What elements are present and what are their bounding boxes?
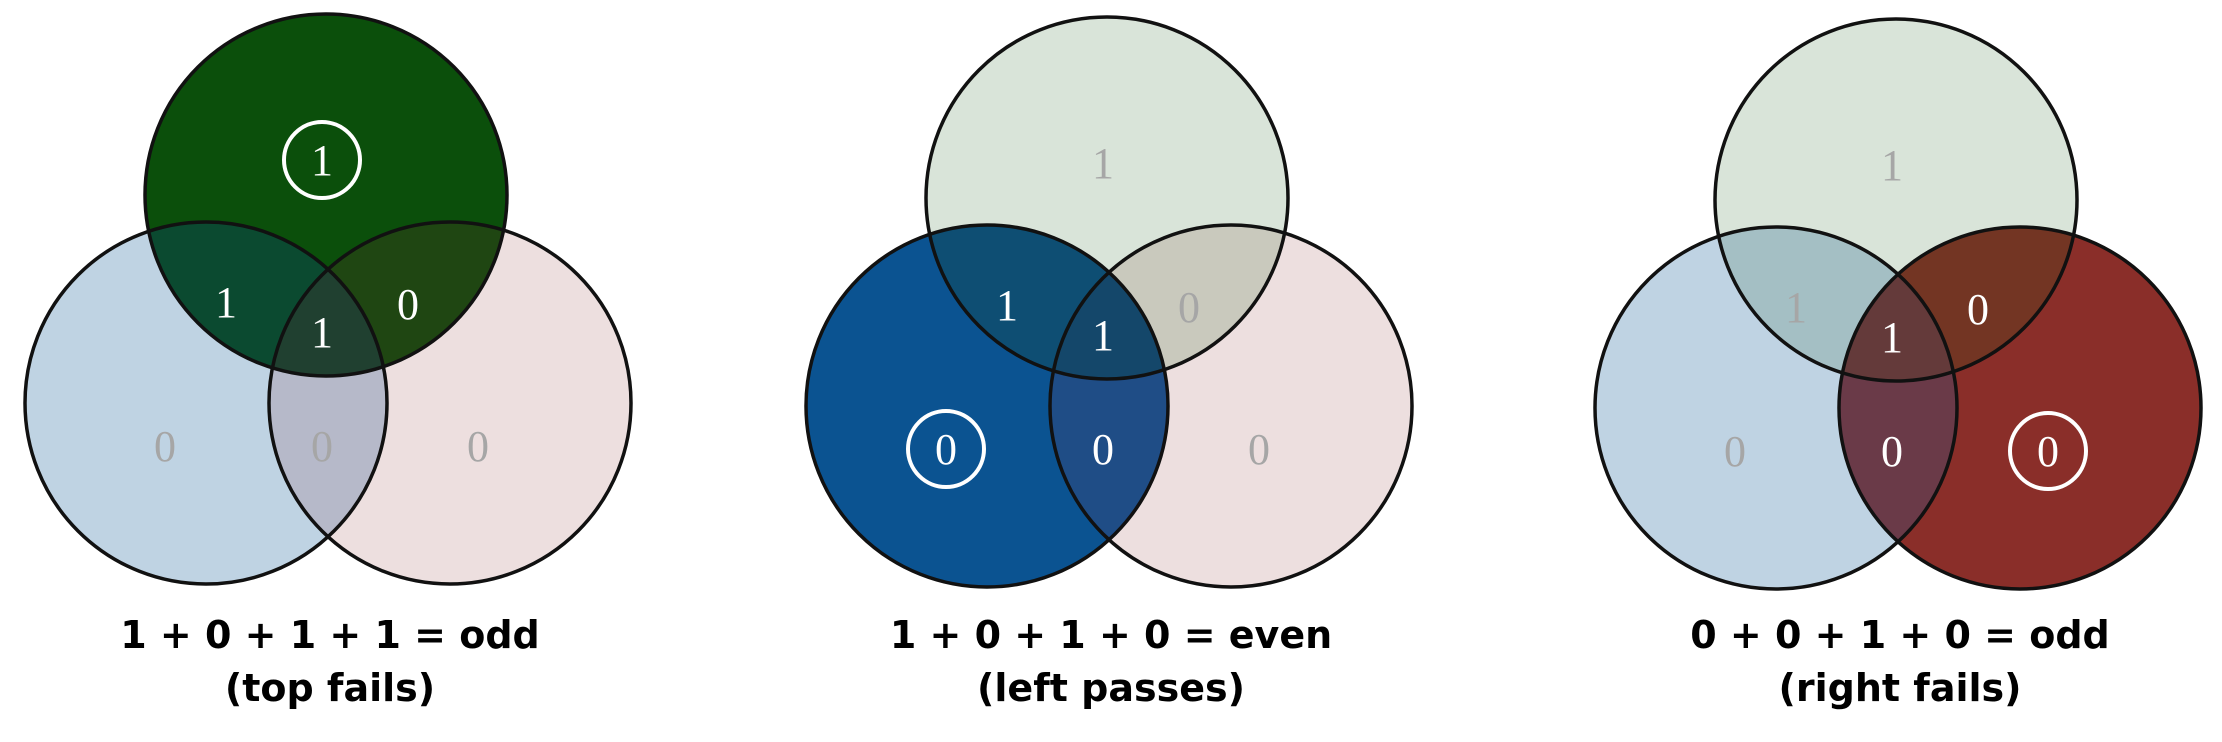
left-panel-label-right-only: 0 <box>1248 425 1270 474</box>
right-panel-label-center: 1 <box>1881 313 1903 362</box>
right-panel-label-left-right: 0 <box>1881 427 1903 476</box>
top-panel-highlight-ring <box>282 120 362 200</box>
top-panel-label-top-only: 1 <box>311 136 333 185</box>
top-panel-equation: 1 + 0 + 1 + 1 = odd <box>120 613 539 657</box>
right-panel-equation: 0 + 0 + 1 + 0 = odd <box>1690 613 2109 657</box>
left-panel-label-top-left: 1 <box>996 281 1018 330</box>
left-panel-label-left-right: 0 <box>1092 425 1114 474</box>
left-panel-label-top-only: 1 <box>1092 139 1114 188</box>
venn-panel-top: 1 1 0 1 0 0 0 1 + 0 + 1 + 1 = odd (top fails) <box>23 12 633 710</box>
left-panel-verdict: (left passes) <box>977 666 1245 710</box>
right-panel-label-right-only: 0 <box>2037 427 2059 476</box>
left-panel-top-circle-outline <box>924 15 1290 381</box>
right-panel-left-circle-outline <box>1593 225 1959 591</box>
right-panel-verdict: (right fails) <box>1779 666 2022 710</box>
left-panel-overlap-center <box>1050 225 1168 379</box>
left-panel-label-left-only: 0 <box>935 425 957 474</box>
right-panel-overlap-center <box>1839 227 1957 381</box>
top-panel-label-center: 1 <box>311 308 333 357</box>
right-panel-label-top-left: 1 <box>1785 283 1807 332</box>
top-panel-verdict: (top fails) <box>225 666 435 710</box>
venn-panel-right: 1 1 0 1 0 0 0 0 + 0 + 1 + 0 = odd (right fails) <box>1593 17 2203 710</box>
left-panel-left-circle-outline <box>804 223 1170 589</box>
right-panel-top-circle-outline <box>1713 17 2079 383</box>
top-panel-label-top-right: 0 <box>397 280 419 329</box>
right-panel-label-top-right: 0 <box>1967 285 1989 334</box>
right-panel-label-left-only: 0 <box>1724 427 1746 476</box>
top-panel-label-left-right: 0 <box>311 422 333 471</box>
venn-panel-left: 1 1 0 1 0 0 0 1 + 0 + 1 + 0 = even (left passes) <box>804 15 1414 710</box>
top-panel-top-circle-outline <box>143 12 509 378</box>
left-panel-highlight-ring <box>906 409 986 489</box>
top-panel-label-right-only: 0 <box>467 422 489 471</box>
left-panel-right-circle-outline <box>1048 223 1414 589</box>
right-panel-label-top-only: 1 <box>1881 141 1903 190</box>
left-panel-equation: 1 + 0 + 1 + 0 = even <box>890 613 1332 657</box>
top-panel-label-top-left: 1 <box>215 278 237 327</box>
top-panel-label-left-only: 0 <box>154 422 176 471</box>
left-panel-label-top-right: 0 <box>1178 283 1200 332</box>
top-panel-left-circle-outline <box>23 220 389 586</box>
right-panel-right-circle-outline <box>1837 225 2203 591</box>
left-panel-label-center: 1 <box>1092 311 1114 360</box>
top-panel-right-circle-outline <box>267 220 633 586</box>
top-panel-overlap-center <box>269 222 387 376</box>
right-panel-highlight-ring <box>2008 411 2088 491</box>
